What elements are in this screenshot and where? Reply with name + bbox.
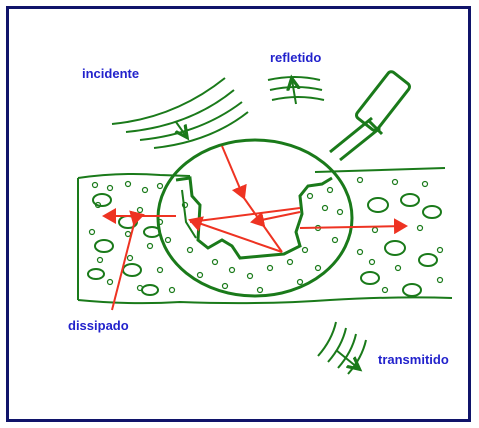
reflected-wave: [268, 77, 324, 104]
transmitted-label: transmitido: [378, 352, 449, 367]
magnified-view-circle: [158, 140, 352, 296]
material-pores: [90, 178, 443, 293]
dissipated-label: dissipado: [68, 318, 129, 333]
transmitted-wave: [318, 322, 366, 374]
pore-cavity: [176, 178, 332, 258]
incident-label: incidente: [82, 66, 139, 81]
incident-wave: [112, 78, 248, 148]
magnifier-handle: [330, 70, 411, 160]
reflected-label: refletido: [270, 50, 321, 65]
porous-material: [78, 168, 452, 303]
